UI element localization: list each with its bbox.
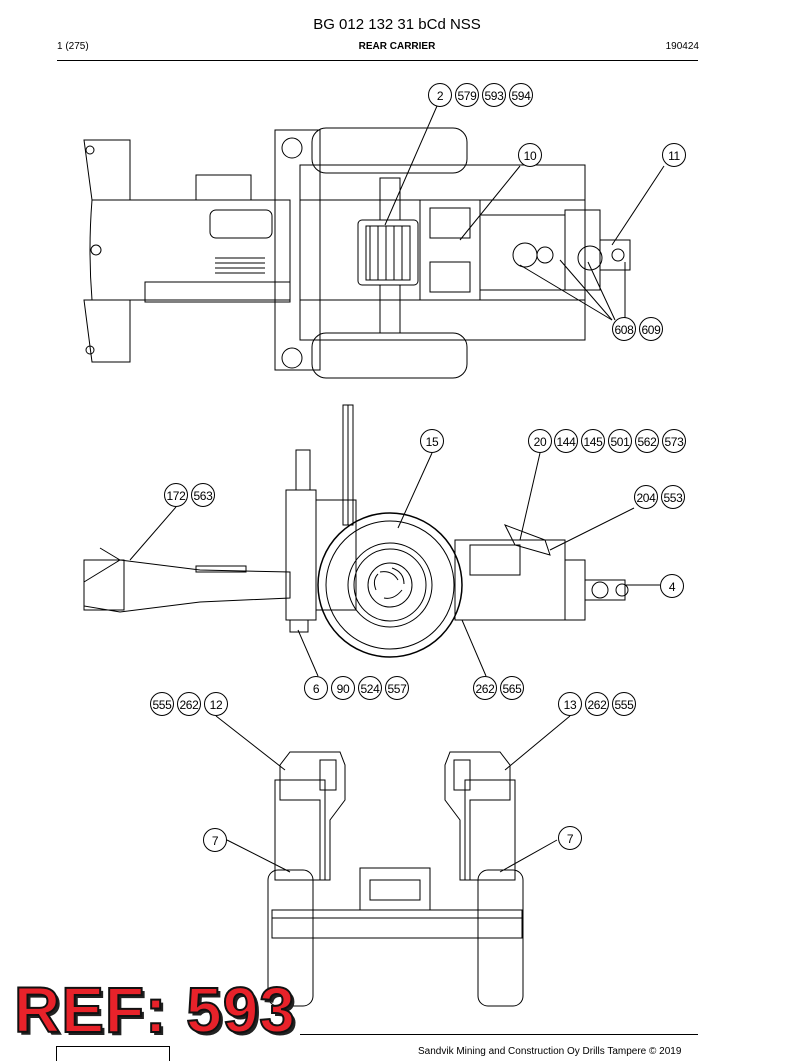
callout-557[interactable]: 557 bbox=[385, 676, 409, 700]
callout-501[interactable]: 501 bbox=[608, 429, 632, 453]
callout-145[interactable]: 145 bbox=[581, 429, 605, 453]
callout-10[interactable]: 10 bbox=[518, 143, 542, 167]
callout-13[interactable]: 13 bbox=[558, 692, 582, 716]
callout-90[interactable]: 90 bbox=[331, 676, 355, 700]
callout-565[interactable]: 565 bbox=[500, 676, 524, 700]
callout-555-right[interactable]: 555 bbox=[612, 692, 636, 716]
callout-573[interactable]: 573 bbox=[662, 429, 686, 453]
callout-11[interactable]: 11 bbox=[662, 143, 686, 167]
callout-579[interactable]: 579 bbox=[455, 83, 479, 107]
top-view-drawing bbox=[83, 105, 665, 379]
sandvik-logo bbox=[56, 1046, 170, 1061]
section-title: REAR CARRIER bbox=[358, 41, 436, 52]
callout-555-left[interactable]: 555 bbox=[150, 692, 174, 716]
callout-2[interactable]: 2 bbox=[428, 83, 452, 107]
callout-20[interactable]: 20 bbox=[528, 429, 552, 453]
side-view-drawing bbox=[83, 404, 660, 677]
callout-524[interactable]: 524 bbox=[358, 676, 382, 700]
callout-6[interactable]: 6 bbox=[304, 676, 328, 700]
callout-262-right[interactable]: 262 bbox=[585, 692, 609, 716]
callout-609[interactable]: 609 bbox=[639, 317, 663, 341]
callout-15[interactable]: 15 bbox=[420, 429, 444, 453]
callout-144[interactable]: 144 bbox=[554, 429, 578, 453]
callout-172[interactable]: 172 bbox=[164, 483, 188, 507]
callout-594[interactable]: 594 bbox=[509, 83, 533, 107]
callout-4[interactable]: 4 bbox=[660, 574, 684, 598]
header-rule bbox=[57, 60, 698, 61]
callout-593[interactable]: 593 bbox=[482, 83, 506, 107]
footer-copyright: Sandvik Mining and Construction Oy Drill… bbox=[418, 1046, 682, 1057]
callout-562[interactable]: 562 bbox=[635, 429, 659, 453]
callout-204[interactable]: 204 bbox=[634, 485, 658, 509]
rear-view-drawing bbox=[215, 715, 571, 1007]
callout-553[interactable]: 553 bbox=[661, 485, 685, 509]
callout-608[interactable]: 608 bbox=[612, 317, 636, 341]
callout-7-left[interactable]: 7 bbox=[203, 828, 227, 852]
callout-262-left[interactable]: 262 bbox=[177, 692, 201, 716]
footer-rule bbox=[300, 1034, 698, 1035]
page-number: 1 (275) bbox=[57, 41, 89, 52]
callout-262-side[interactable]: 262 bbox=[473, 676, 497, 700]
callout-12[interactable]: 12 bbox=[204, 692, 228, 716]
callout-563[interactable]: 563 bbox=[191, 483, 215, 507]
reference-stamp: REF: 593 bbox=[13, 974, 296, 1046]
document-date: 190424 bbox=[665, 41, 699, 52]
callout-7-right[interactable]: 7 bbox=[558, 826, 582, 850]
document-title: BG 012 132 31 bCd NSS bbox=[313, 16, 481, 33]
